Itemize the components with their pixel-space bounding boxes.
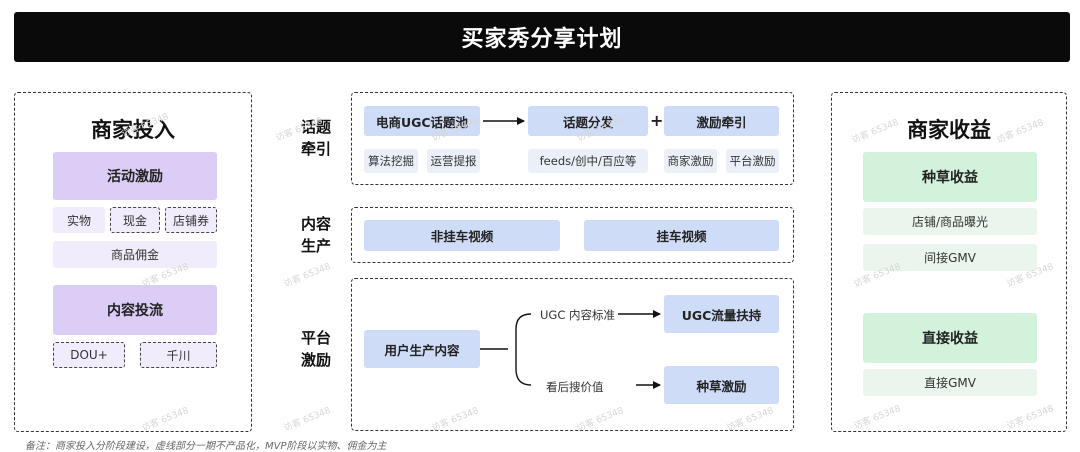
topic-panel — [351, 92, 794, 185]
store-product-exposure-box: 店铺/商品曝光 — [863, 208, 1037, 235]
direct-benefit-box: 直接收益 — [863, 313, 1037, 363]
page-title: 买家秀分享计划 — [461, 27, 623, 52]
footnote: 备注：商家投入分阶段建设，虚线部分一期不产品化，MVP阶段以实物、佣金为主 — [25, 441, 387, 452]
search-value-label: 看后搜价值 — [546, 380, 604, 394]
merchant-incentive-box: 商家激励 — [664, 149, 717, 173]
merchant-input-title: 商家投入 — [91, 118, 175, 142]
user-generated-content-box: 用户生产内容 — [364, 330, 480, 368]
merchant-input-panel — [14, 92, 252, 432]
activity-incentive-box: 活动激励 — [53, 152, 217, 200]
topic-distribution-box: 话题分发 — [528, 106, 648, 136]
content-traffic-box: 内容投流 — [53, 285, 217, 335]
merchant-benefit-panel — [831, 92, 1067, 432]
seeding-incentive-box: 种草激励 — [664, 366, 779, 404]
plus-sign: + — [650, 111, 664, 130]
header-bar: 买家秀分享计划 — [14, 12, 1070, 62]
row-label-platform: 平台 激励 — [300, 329, 331, 369]
content-panel — [351, 207, 794, 263]
distribution-channels-box: feeds/创中/百应等 — [528, 149, 648, 173]
branch-bracket — [480, 313, 532, 386]
platform-incentive-box: 平台激励 — [726, 149, 779, 173]
item-store-coupon: 店铺券 — [165, 207, 217, 233]
ugc-topic-pool-box: 电商UGC话题池 — [364, 106, 480, 136]
row-label-topic: 话题 牵引 — [300, 118, 331, 158]
merchant-benefit-title: 商家收益 — [907, 118, 991, 142]
indirect-gmv-box: 间接GMV — [863, 244, 1037, 271]
row-label-content: 内容 生产 — [300, 215, 331, 255]
item-qianchuan: 千川 — [140, 342, 217, 368]
platform-panel — [351, 278, 794, 431]
item-cash: 现金 — [110, 207, 160, 233]
item-commission: 商品佣金 — [53, 241, 217, 268]
item-physical: 实物 — [53, 207, 105, 233]
cart-video-box: 挂车视频 — [584, 220, 779, 251]
seeding-benefit-box: 种草收益 — [863, 152, 1037, 202]
algorithm-mining-box: 算法挖掘 — [364, 149, 418, 173]
direct-gmv-box: 直接GMV — [863, 369, 1037, 396]
operation-report-box: 运营提报 — [427, 149, 480, 173]
non-cart-video-box: 非挂车视频 — [364, 220, 560, 251]
ugc-traffic-support-box: UGC流量扶持 — [664, 295, 779, 333]
incentive-traction-box: 激励牵引 — [664, 106, 779, 136]
item-dou-plus: DOU+ — [53, 342, 125, 368]
ugc-standard-label: UGC 内容标准 — [540, 308, 616, 322]
